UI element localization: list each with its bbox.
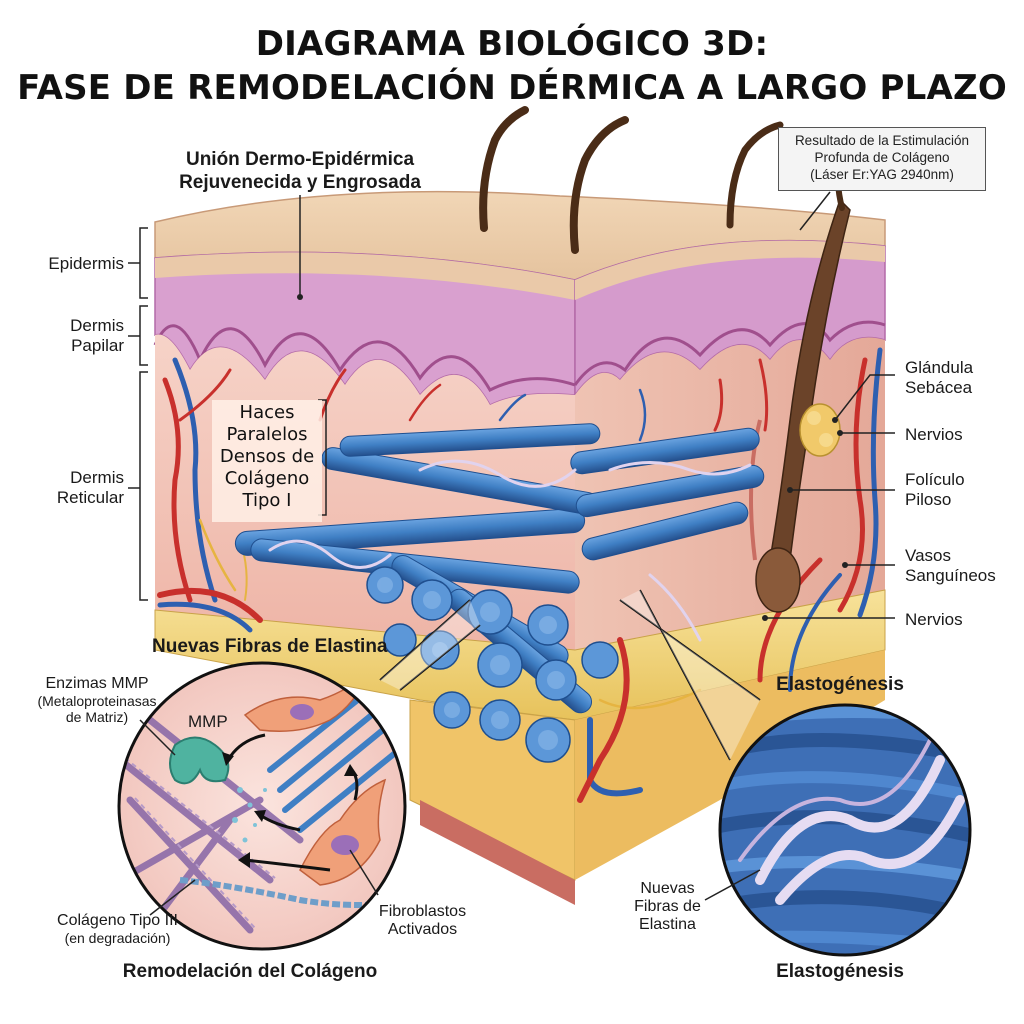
label-foliculo-piloso: Folículo Piloso: [905, 470, 1015, 510]
label-glandula-sebacea: Glándula Sebácea: [905, 358, 1015, 398]
label-fibroblastos-line-2: Activados: [387, 921, 458, 938]
label-nuevas-fibras-elastina: Nuevas Fibras de Elastina: [152, 636, 388, 657]
label-nuevas-fibras-line-2: Fibras de: [634, 898, 701, 915]
label-colageno3-line-1: Colágeno Tipo III: [57, 912, 178, 929]
title-line-1: DIAGRAMA BIOLÓGICO 3D:: [255, 24, 769, 64]
mmp-enzyme: [169, 736, 230, 785]
label-haces-colageno: Haces Paralelos Densos de Colágeno Tipo …: [212, 400, 322, 522]
remodeling-inset: [117, 661, 407, 951]
label-enzimas-line-2: (Metaloproteinasas: [37, 693, 157, 709]
label-haces-line-1: Haces: [239, 402, 295, 423]
label-glandula-line-1: Glándula: [905, 358, 974, 377]
label-enzimas-line-1: Enzimas MMP: [45, 675, 149, 692]
label-foliculo-line-1: Folículo: [905, 470, 965, 489]
label-dermis-reticular-line-2: Reticular: [56, 488, 124, 507]
label-vasos-line-1: Vasos: [905, 546, 951, 565]
label-elastogenesis-top: Elastogénesis: [776, 674, 904, 695]
title-line-2: FASE DE REMODELACIÓN DÉRMICA A LARGO PLA…: [17, 68, 1007, 108]
label-nuevas-fibras-elastina-inset: Nuevas Fibras de Elastina: [620, 880, 715, 934]
label-dermis-papilar-line-1: Dermis: [70, 316, 124, 335]
follicle-bulb: [755, 547, 801, 613]
label-enzimas-mmp: Enzimas MMP (Metaloproteinasas de Matriz…: [22, 675, 172, 725]
label-fibroblastos-line-1: Fibroblastos: [378, 903, 467, 920]
note-line-3: (Láser Er:YAG 2940nm): [810, 167, 954, 182]
label-dermis-papilar-line-2: Papilar: [71, 336, 124, 355]
label-haces-line-4: Colágeno: [224, 468, 310, 489]
label-fibroblastos-activados: Fibroblastos Activados: [360, 903, 485, 939]
label-vasos-line-2: Sanguíneos: [905, 566, 996, 585]
label-haces-line-5: Tipo I: [242, 490, 292, 511]
label-glandula-line-2: Sebácea: [905, 378, 973, 397]
label-nuevas-fibras-line-3: Elastina: [639, 916, 696, 933]
label-remodelacion-colageno: Remodelación del Colágeno: [122, 961, 378, 982]
label-colageno-tipo-iii: Colágeno Tipo III (en degradación): [30, 912, 205, 946]
label-enzimas-line-3: de Matriz): [65, 709, 129, 725]
label-union-dermo-epidermica: Unión Dermo-Epidérmica Rejuvenecida y En…: [160, 148, 440, 194]
laser-note-box: Resultado de la Estimulación Profunda de…: [778, 127, 986, 191]
label-nervios-bottom: Nervios: [905, 610, 963, 629]
label-foliculo-line-2: Piloso: [905, 490, 952, 509]
sebaceous-gland: [799, 403, 841, 457]
hair-2: [569, 116, 629, 254]
label-mmp: MMP: [188, 712, 228, 731]
fibroblast-bottom: [299, 778, 387, 886]
note-line-2: Profunda de Colágeno: [814, 150, 950, 165]
label-epidermis: Epidermis: [48, 254, 124, 273]
hair-3: [726, 121, 784, 229]
note-line-1: Resultado de la Estimulación: [794, 133, 970, 148]
label-dermis-reticular: Dermis Reticular: [20, 468, 124, 508]
label-dermis-papilar: Dermis Papilar: [20, 316, 124, 356]
label-haces-line-2: Paralelos: [226, 424, 308, 445]
label-nervios-top: Nervios: [905, 425, 963, 444]
label-vasos-sanguineos: Vasos Sanguíneos: [905, 546, 1020, 586]
label-elastogenesis-bottom: Elastogénesis: [776, 961, 904, 982]
label-union-line-2: Rejuvenecida y Engrosada: [179, 172, 421, 193]
label-dermis-reticular-line-1: Dermis: [70, 468, 124, 487]
label-nuevas-fibras-line-1: Nuevas: [640, 880, 695, 897]
label-haces-line-3: Densos de: [219, 446, 315, 467]
label-colageno3-line-2: (en degradación): [64, 930, 171, 946]
label-union-line-1: Unión Dermo-Epidérmica: [185, 149, 415, 170]
hair-1: [479, 106, 529, 232]
